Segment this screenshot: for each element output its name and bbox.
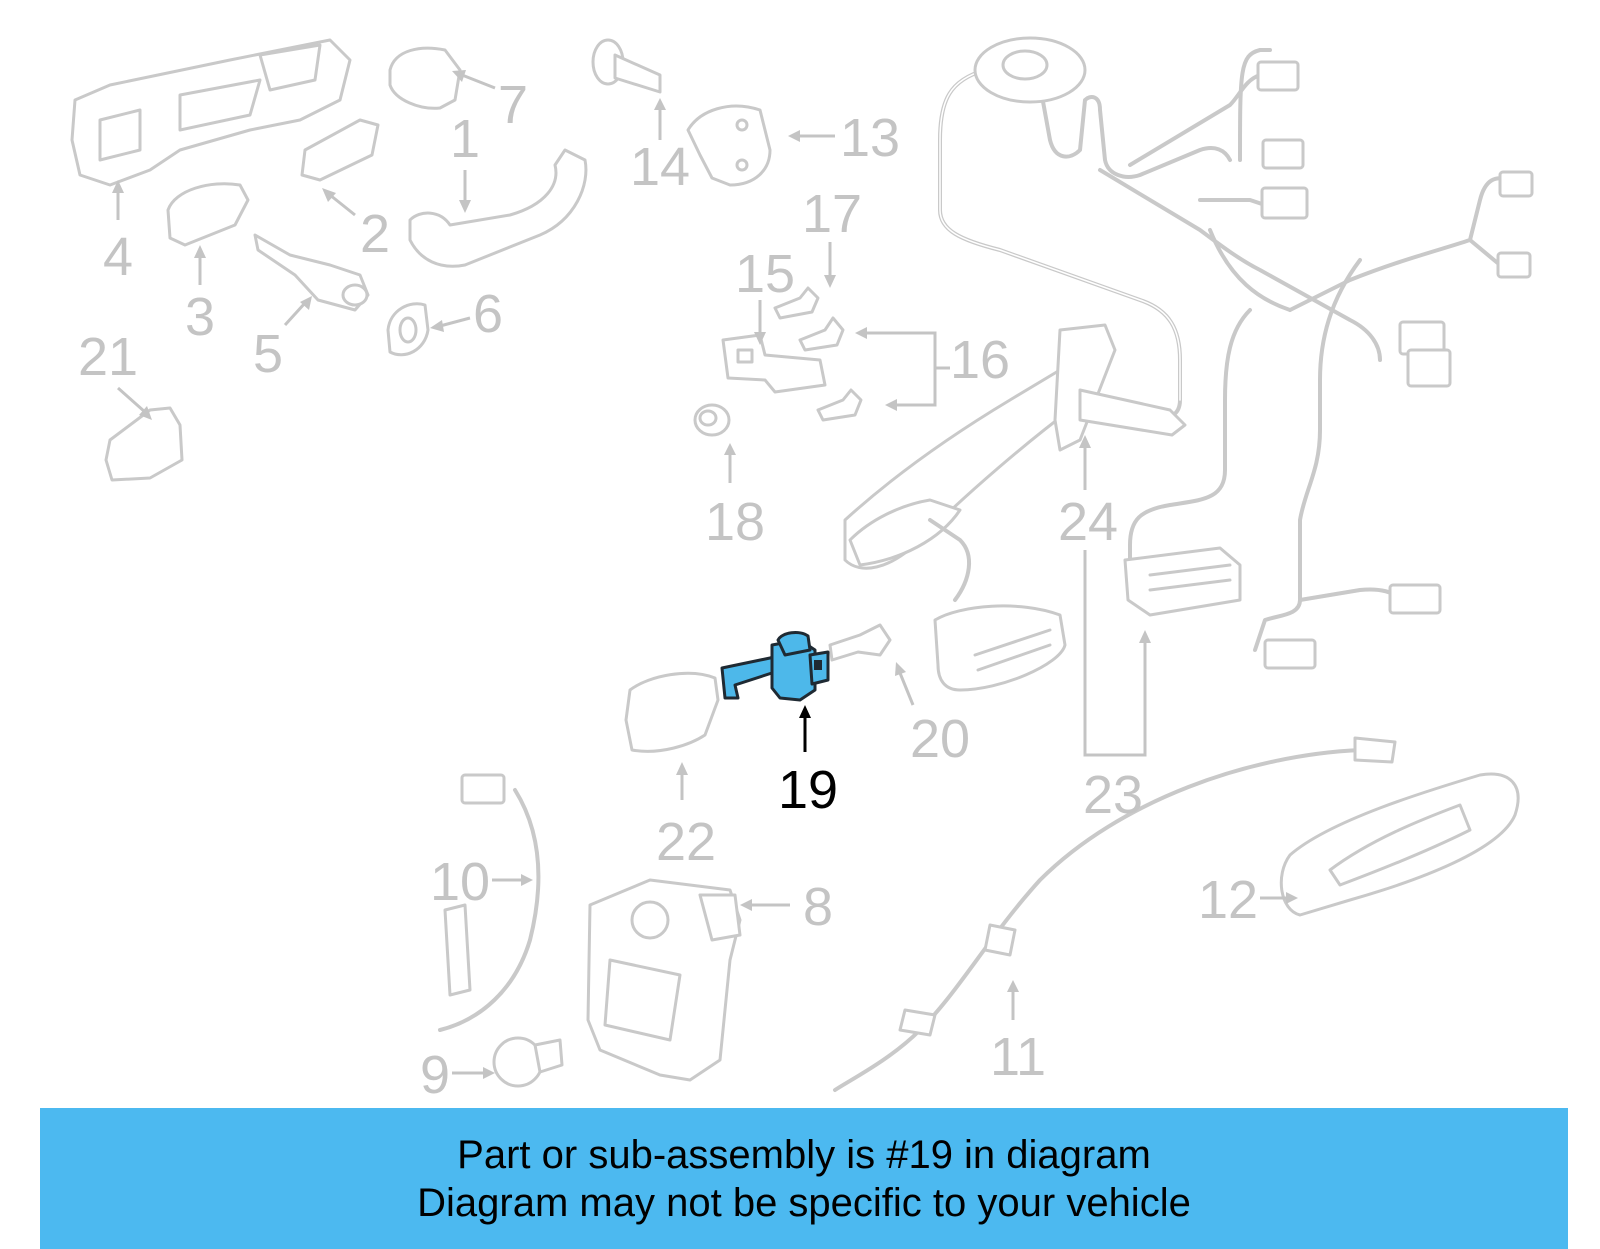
part-11-cable (833, 736, 1397, 1092)
part-12-inner-handle (1279, 772, 1520, 917)
callout-1: 1 (450, 109, 480, 213)
part-7 (388, 46, 462, 110)
svg-text:8: 8 (803, 877, 833, 937)
svg-text:9: 9 (420, 1045, 450, 1105)
banner-line-part: Part or sub-assembly is #19 in diagram (457, 1132, 1151, 1177)
svg-text:22: 22 (656, 812, 716, 872)
callout-7: 7 (452, 70, 528, 135)
callout-19[interactable]: 19 (778, 705, 838, 820)
callout-2: 2 (322, 188, 390, 264)
part-2 (300, 118, 380, 182)
callout-13: 13 (788, 108, 900, 168)
part-6 (386, 302, 430, 357)
callout-24: 24 (1058, 435, 1118, 552)
svg-text:21: 21 (78, 327, 138, 387)
svg-text:12: 12 (1198, 870, 1258, 930)
callout-23: 23 (1083, 550, 1151, 825)
svg-text:13: 13 (840, 108, 900, 168)
svg-text:23: 23 (1083, 765, 1143, 825)
svg-text:17: 17 (802, 184, 862, 244)
callout-3: 3 (185, 245, 215, 347)
svg-text:1: 1 (450, 109, 480, 169)
part-5-lock-cylinder (253, 233, 370, 312)
svg-text:11: 11 (990, 1027, 1046, 1087)
svg-text:16: 16 (950, 330, 1010, 390)
svg-text:5: 5 (253, 324, 283, 384)
callout-16: 16 (855, 327, 1010, 411)
svg-text:4: 4 (103, 227, 133, 287)
callout-4: 4 (103, 180, 133, 287)
part-15-bracket (721, 333, 827, 394)
svg-text:3: 3 (185, 287, 215, 347)
part-16-17-bolts (773, 286, 863, 422)
callout-14: 14 (630, 98, 690, 197)
callout-6: 6 (430, 284, 503, 344)
callout-17: 17 (802, 184, 862, 288)
part-20-bolt (828, 623, 892, 662)
callout-8: 8 (740, 877, 833, 937)
part-10-cable (438, 773, 541, 1032)
svg-text:6: 6 (473, 284, 503, 344)
callout-21: 21 (78, 327, 152, 420)
callout-12: 12 (1198, 870, 1298, 930)
callout-20: 20 (895, 662, 970, 769)
wiring-harness (938, 36, 1534, 670)
part-3 (166, 182, 250, 247)
svg-text:14: 14 (630, 137, 690, 197)
svg-text:20: 20 (910, 709, 970, 769)
svg-text:15: 15 (735, 244, 795, 304)
info-banner: Part or sub-assembly is #19 in diagram D… (40, 1108, 1568, 1249)
part-8-latch (586, 878, 742, 1082)
callout-18: 18 (705, 443, 765, 552)
part-24-boot (843, 323, 1187, 692)
svg-text:18: 18 (705, 492, 765, 552)
callout-9: 9 (420, 1045, 495, 1105)
part-1-outer-handle (408, 148, 588, 268)
svg-text:24: 24 (1058, 492, 1118, 552)
svg-text:19: 19 (778, 760, 838, 820)
part-22-cover (624, 671, 720, 753)
callout-11: 11 (990, 980, 1046, 1087)
part-14-pin (591, 38, 662, 94)
part-18-bushing (693, 403, 731, 437)
part-4-handle-carrier (70, 38, 352, 187)
part-13-plate (686, 104, 772, 187)
callout-22: 22 (656, 762, 716, 872)
part-21 (104, 406, 184, 482)
svg-text:10: 10 (430, 852, 490, 912)
callout-10: 10 (430, 852, 533, 912)
callout-15: 15 (735, 244, 795, 345)
svg-text:2: 2 (360, 204, 390, 264)
part-9-screw (492, 1036, 564, 1088)
part-19-door-check[interactable] (720, 631, 830, 702)
banner-line-disclaimer: Diagram may not be specific to your vehi… (417, 1180, 1191, 1225)
svg-text:7: 7 (498, 75, 528, 135)
callout-5: 5 (253, 296, 312, 384)
